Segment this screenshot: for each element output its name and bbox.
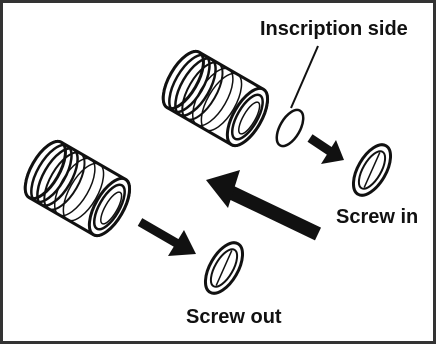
screw-out-label: Screw out bbox=[186, 306, 282, 328]
upper-eyepiece-body bbox=[161, 49, 270, 148]
inscription-leader-line bbox=[290, 45, 319, 109]
retaining-ring-screw-out bbox=[196, 235, 252, 301]
filter-disc bbox=[275, 108, 305, 148]
screw-in-arrow bbox=[307, 134, 344, 164]
inscription-side-label: Inscription side bbox=[260, 18, 408, 40]
retaining-ring-screw-in bbox=[344, 137, 400, 203]
screw-in-label: Screw in bbox=[336, 206, 419, 228]
assembly-direction-arrow bbox=[206, 170, 322, 241]
screw-out-arrow bbox=[137, 218, 196, 256]
lower-eyepiece-body bbox=[23, 139, 132, 238]
